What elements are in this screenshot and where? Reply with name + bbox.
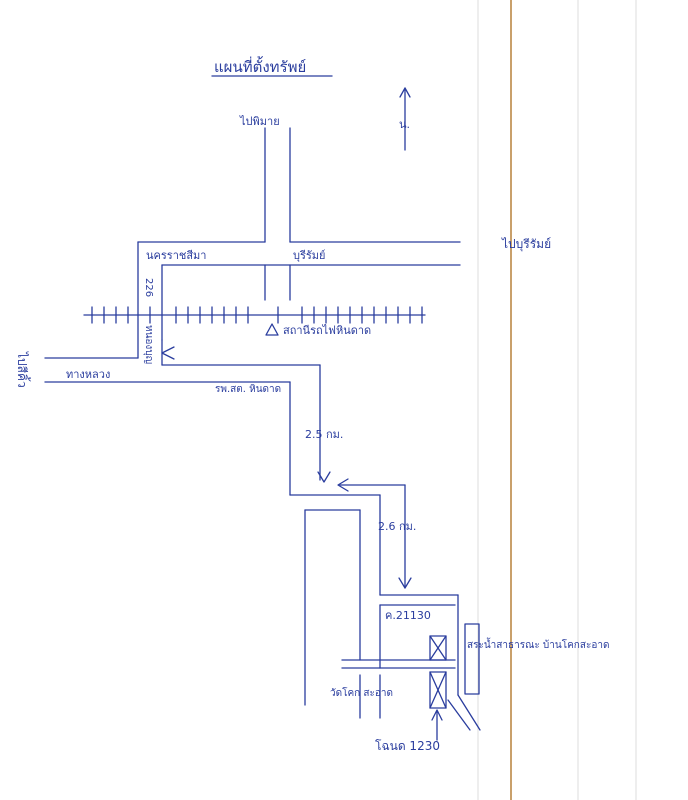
- label-district: หนองบุญ: [143, 325, 154, 364]
- label-buriram: บุรีรัมย์: [293, 249, 326, 262]
- label-to-phimai: ไปพิมาย: [239, 115, 280, 128]
- label-to-sikhio: ไปสีคิ้ว: [15, 351, 31, 388]
- label-deed-number: ค.21130: [385, 609, 431, 622]
- main-road-upper: [137, 241, 461, 359]
- railway-track: [83, 306, 426, 324]
- label-school: รพ.สต. หินดาด: [215, 384, 281, 395]
- label-subject-property: โฉนด 1230: [375, 739, 440, 753]
- reservoir-shape: [464, 623, 480, 695]
- map-title: แผนที่ตั้งทรัพย์: [214, 56, 306, 76]
- road-south: [289, 364, 412, 706]
- label-main-road: ทางหลวง: [66, 368, 110, 381]
- station-triangle-icon: [265, 323, 279, 336]
- label-distance-1: 2.5 กม.: [305, 428, 343, 441]
- label-temple: วัดโคก สะอาด: [330, 686, 393, 699]
- label-reservoir: สระน้ำสาธารณะ บ้านโคกสะอาด: [467, 637, 609, 651]
- pointer-arrowhead-icon: [431, 709, 443, 721]
- highway-west: [44, 339, 321, 383]
- label-station: สถานีรถไฟหินดาด: [283, 324, 371, 337]
- plot-21130-icon: [429, 635, 447, 661]
- north-arrow-icon: [399, 87, 411, 151]
- subject-plot-icon: [429, 671, 447, 709]
- label-highway-km: 226: [143, 278, 154, 297]
- label-to-buriram: ไปบุรีรัมย์: [501, 237, 551, 252]
- north-label: น.: [399, 118, 410, 131]
- label-nakhon-ratchasima: นครราชสีมา: [146, 249, 206, 262]
- road-to-phimai: [264, 127, 291, 243]
- label-distance-2: 2.6 กม.: [378, 520, 416, 533]
